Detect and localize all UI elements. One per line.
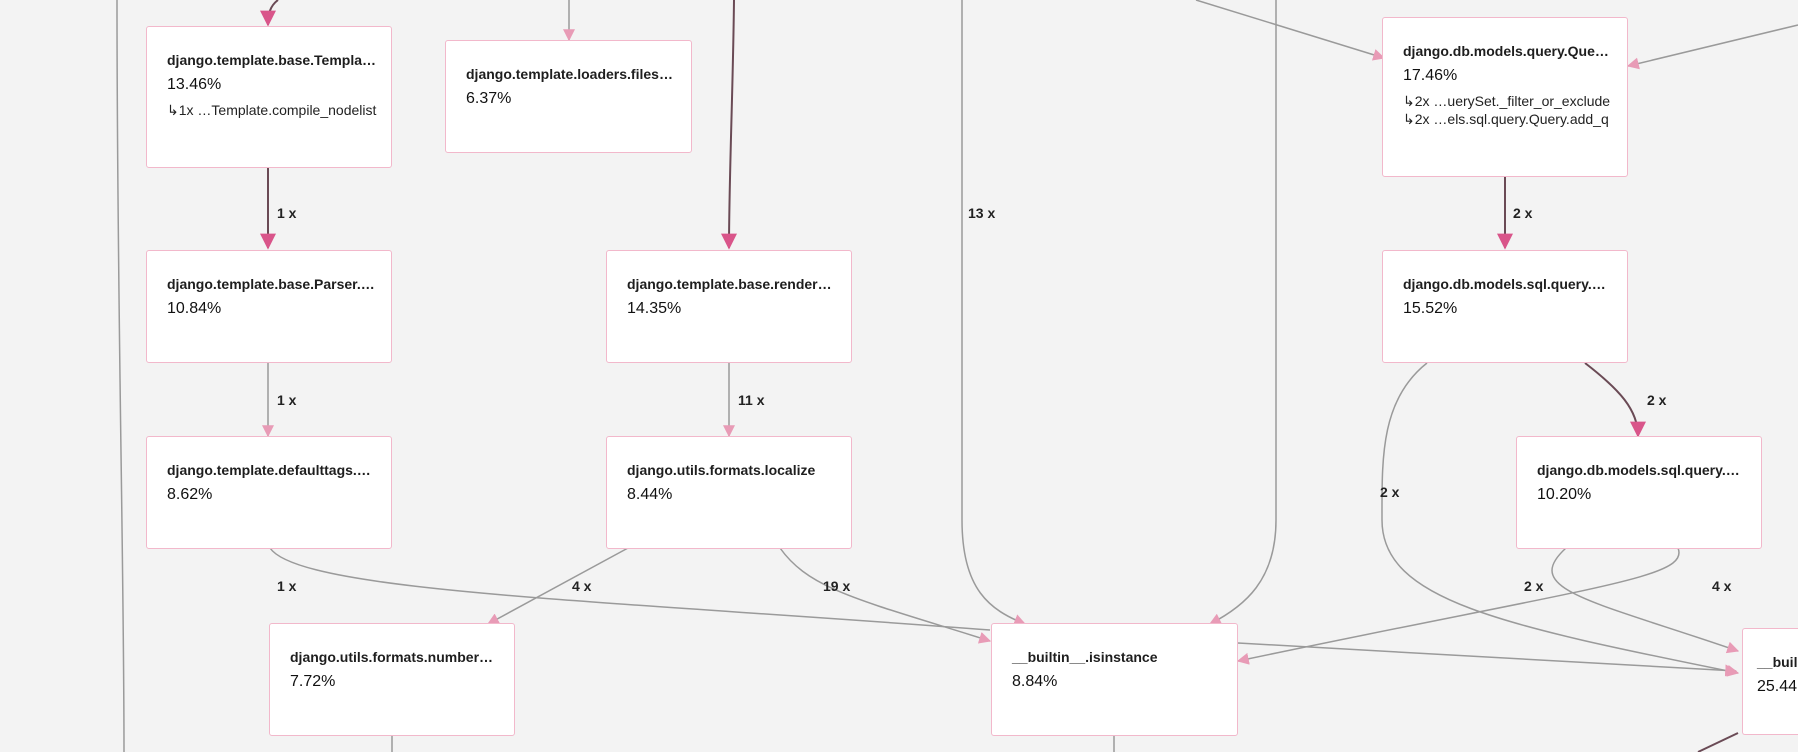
- node-title: __buil: [1757, 654, 1798, 670]
- node-title: django.utils.formats.number…: [290, 649, 494, 665]
- node-caller: ↳1x …Template.compile_nodelist: [167, 102, 377, 118]
- node-template-defaulttags[interactable]: django.template.defaulttags.… 8.62%: [146, 436, 392, 549]
- edge-left-vertical: [116, 0, 125, 752]
- edge-sqla-builtin: [1381, 362, 1740, 677]
- node-percent: 14.35%: [627, 300, 682, 317]
- node-db-models-sql-query-b[interactable]: django.db.models.sql.query.… 10.20%: [1516, 436, 1762, 549]
- node-builtin-isinstance[interactable]: __builtin__.isinstance 8.84%: [991, 623, 1238, 736]
- node-percent: 25.44: [1757, 678, 1798, 695]
- edge-into-query-que-right: [1626, 24, 1798, 70]
- node-caller: ↳2x …els.sql.query.Query.add_q: [1403, 111, 1609, 127]
- node-db-models-query-que[interactable]: django.db.models.query.Que… 17.46% ↳2x ……: [1382, 17, 1628, 177]
- edge-13x-isinstance: [961, 0, 1027, 626]
- node-percent: 10.20%: [1537, 486, 1592, 503]
- node-percent: 6.37%: [466, 90, 512, 107]
- node-utils-formats-number[interactable]: django.utils.formats.number… 7.72%: [269, 623, 515, 736]
- node-title: django.template.defaulttags.…: [167, 462, 371, 478]
- edge-into-templa: [260, 0, 279, 27]
- node-title: django.db.models.query.Que…: [1403, 43, 1609, 59]
- edge-localize-number: [486, 547, 629, 625]
- edge-sqla-sqlb: [1584, 362, 1646, 438]
- node-title: django.db.models.sql.query.…: [1403, 276, 1606, 292]
- node-title: django.db.models.sql.query.…: [1537, 462, 1740, 478]
- node-title: django.template.loaders.files…: [466, 66, 673, 82]
- edge-sqlb-isinstance: [1236, 547, 1680, 665]
- node-percent: 8.84%: [1012, 673, 1058, 690]
- node-percent: 17.46%: [1403, 67, 1458, 84]
- node-percent: 8.62%: [167, 486, 213, 503]
- node-title: django.utils.formats.localize: [627, 462, 816, 478]
- node-title: django.template.base.render…: [627, 276, 832, 292]
- node-utils-formats-localize[interactable]: django.utils.formats.localize 8.44%: [606, 436, 852, 549]
- node-percent: 7.72%: [290, 673, 336, 690]
- node-percent: 15.52%: [1403, 300, 1458, 317]
- node-title: __builtin__.isinstance: [1012, 649, 1158, 665]
- node-db-models-sql-query-a[interactable]: django.db.models.sql.query.… 15.52%: [1382, 250, 1628, 363]
- node-template-loaders-files[interactable]: django.template.loaders.files… 6.37%: [445, 40, 692, 153]
- node-title: django.template.base.Parser.…: [167, 276, 375, 292]
- edge-into-query-que-left: [1195, 0, 1386, 61]
- node-builtin-cut[interactable]: __buil 25.44: [1742, 628, 1798, 735]
- edge-defaulttags-isinstance: [269, 547, 991, 631]
- node-template-base-parser[interactable]: django.template.base.Parser.… 10.84%: [146, 250, 392, 363]
- node-template-base-templa[interactable]: django.template.base.Templa… 13.46% ↳1x …: [146, 26, 392, 168]
- node-caller: ↳2x …uerySet._filter_or_exclude: [1403, 93, 1611, 109]
- edge-isinstance-builtin: [1237, 642, 1738, 677]
- edge-builtin-down: [1697, 732, 1739, 752]
- node-title: django.template.base.Templa…: [167, 52, 377, 68]
- node-percent: 13.46%: [167, 76, 222, 93]
- edge-right-isinstance: [1208, 0, 1277, 625]
- node-percent: 10.84%: [167, 300, 222, 317]
- edge-into-render: [721, 0, 738, 250]
- edge-localize-isinstance: [779, 547, 992, 644]
- edge-sqlb-builtin: [1551, 547, 1740, 654]
- node-template-base-render[interactable]: django.template.base.render… 14.35%: [606, 250, 852, 363]
- node-percent: 8.44%: [627, 486, 673, 503]
